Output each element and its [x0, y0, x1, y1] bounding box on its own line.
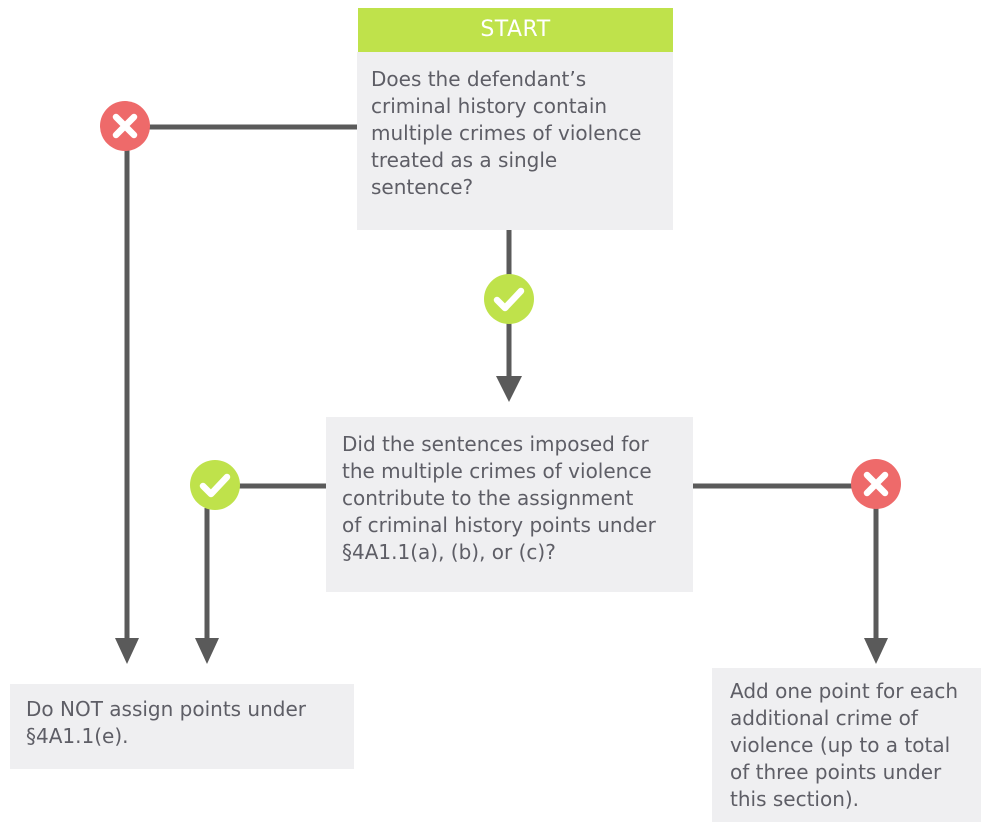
arrowhead-to-r1-left: [115, 638, 139, 664]
cross-icon: [100, 101, 150, 151]
start-label: START: [358, 8, 673, 52]
checkmark-icon: [190, 460, 240, 510]
result-no-points: Do NOT assign points under §4A1.1(e).: [10, 684, 354, 769]
checkmark-icon: [484, 274, 534, 324]
cross-icon: [851, 459, 901, 509]
question-criminal-history: Does the defendant’s criminal history co…: [357, 52, 673, 230]
arrowhead-to-r2: [864, 638, 888, 664]
question-sentences-contribute: Did the sentences imposed for the multip…: [326, 417, 693, 592]
arrowhead-to-r1-right: [195, 638, 219, 664]
result-add-points: Add one point for each additional crime …: [712, 668, 981, 822]
arrowhead-to-q2: [496, 376, 522, 402]
